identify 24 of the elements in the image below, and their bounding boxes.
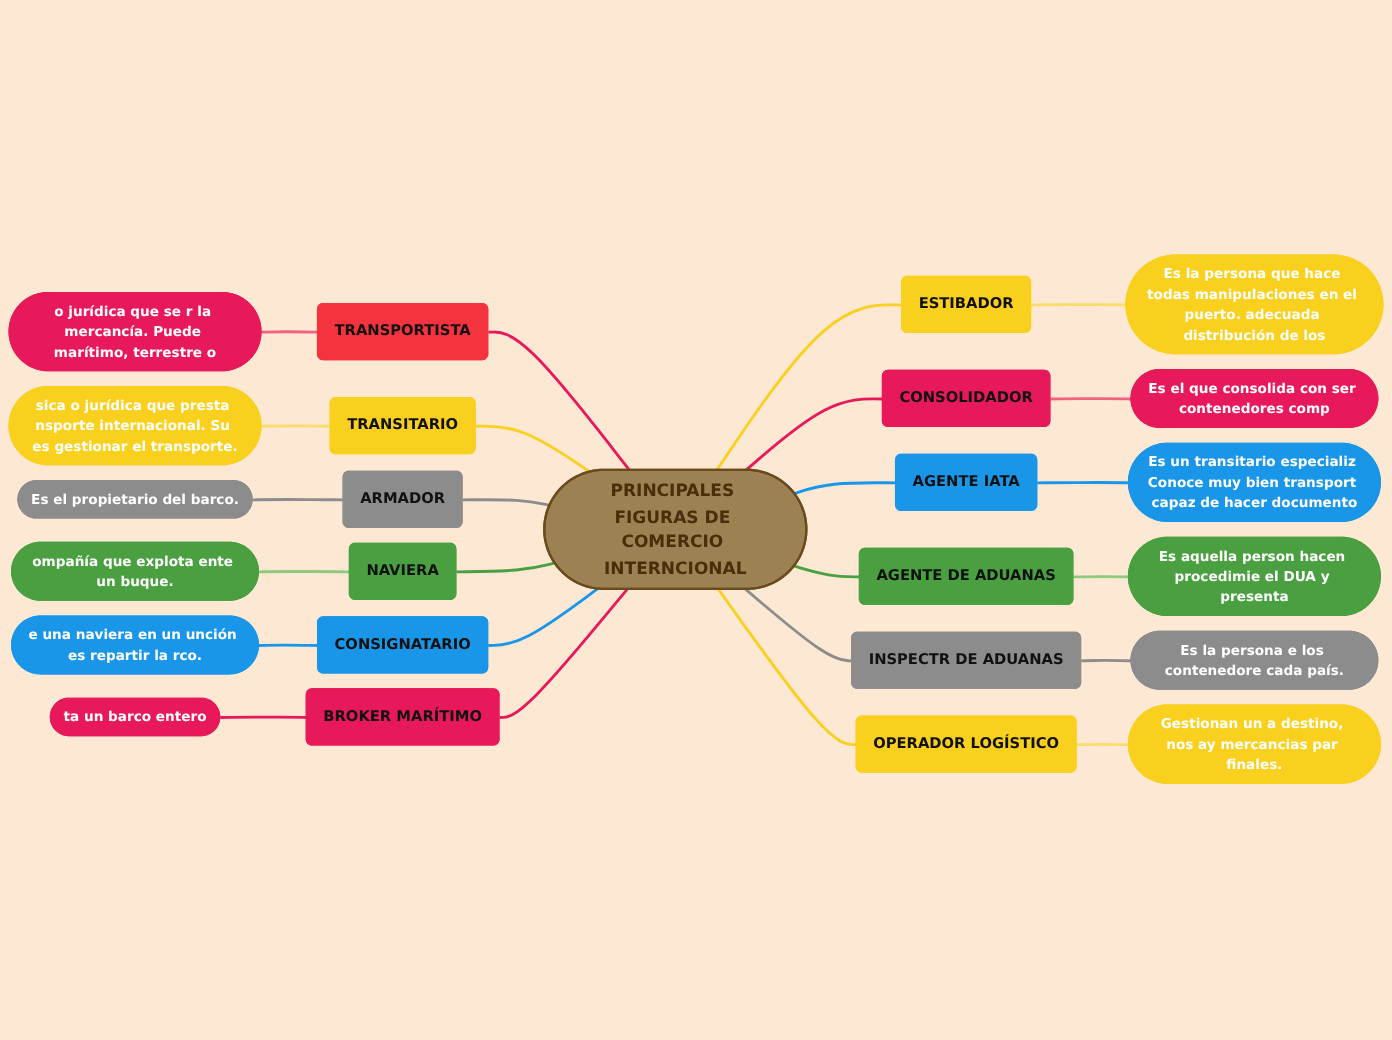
connector [258, 570, 350, 575]
connector [794, 565, 860, 580]
connector [488, 588, 599, 648]
connector [456, 562, 556, 575]
connector [261, 331, 319, 335]
connector [715, 304, 903, 473]
connector [1076, 743, 1130, 747]
connector [1073, 576, 1130, 580]
connector [488, 331, 631, 473]
connector [258, 644, 319, 648]
connector [1050, 398, 1132, 402]
connector [261, 425, 331, 429]
connector [475, 425, 592, 475]
connector [499, 589, 629, 720]
connector [220, 716, 307, 720]
connector [462, 499, 551, 508]
connector [744, 398, 883, 473]
connector [794, 482, 897, 496]
connector [1037, 481, 1130, 486]
connector [252, 498, 344, 503]
connector [717, 589, 857, 747]
connector [1081, 659, 1132, 664]
connector [744, 589, 853, 664]
connector [1031, 304, 1127, 308]
